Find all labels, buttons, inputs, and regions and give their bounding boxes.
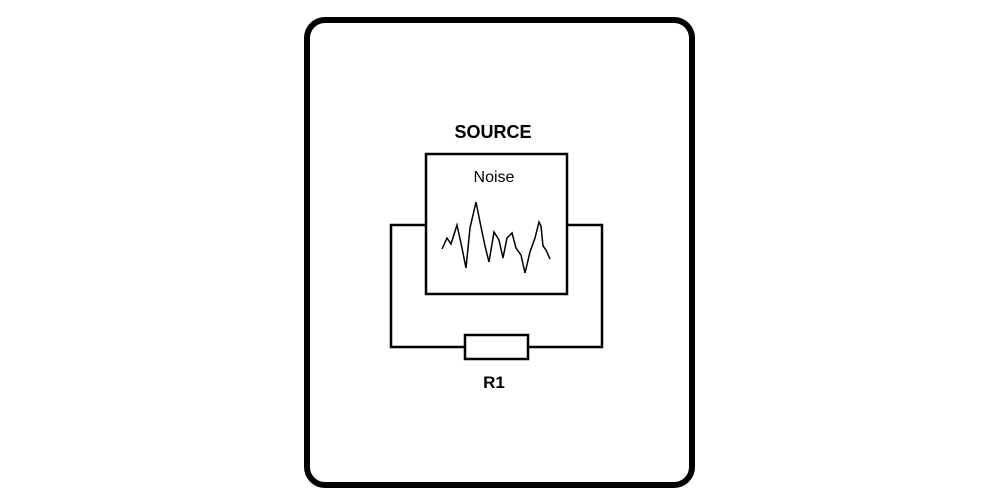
source-box — [424, 152, 569, 296]
resistor-icon — [463, 333, 530, 361]
noise-waveform-icon — [441, 201, 551, 274]
right-wire — [528, 223, 604, 349]
source-label: SOURCE — [454, 122, 531, 142]
left-wire — [389, 223, 465, 349]
noise-label: Noise — [474, 169, 515, 186]
resistor-label: R1 — [483, 373, 505, 392]
